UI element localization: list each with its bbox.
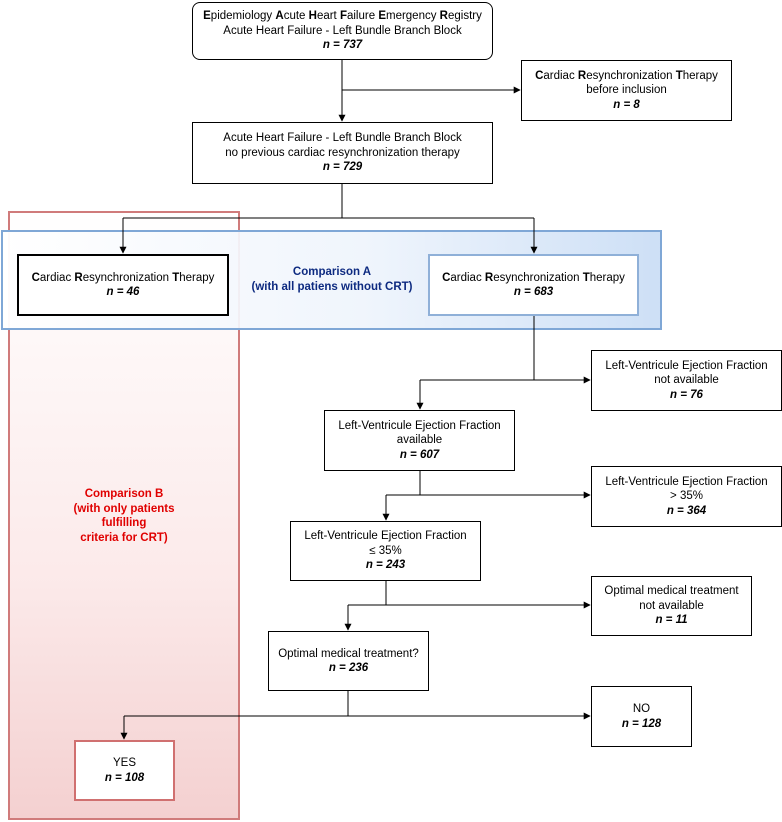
title-segment: R — [577, 69, 587, 82]
title-segment: herapy — [682, 69, 718, 82]
registry-box: Epidemiology Acute Heart Failure Emergen… — [192, 2, 493, 60]
lvef-avail-line1: Left-Ventricule Ejection Fraction — [338, 419, 501, 432]
title-segment: T — [675, 69, 683, 82]
comparison-a-title: Comparison A — [292, 266, 372, 278]
title-segment: C — [442, 271, 451, 284]
omt-na-line2: not available — [639, 599, 704, 612]
title-segment: mergency — [385, 10, 440, 23]
title-segment: pidemiology — [210, 10, 276, 23]
crt-right-title: Cardiac Resynchronization Therapy — [442, 271, 625, 286]
ahf-no-crt-box: Acute Heart Failure - Left Bundle Branch… — [192, 122, 493, 184]
title-segment: cute — [283, 10, 309, 23]
title-segment: C — [31, 271, 40, 284]
title-segment: R — [484, 271, 494, 284]
omt-na-line1: Optimal medical treatment — [604, 585, 739, 598]
yes-count: n = 108 — [104, 771, 145, 784]
lvef-le35-line1: Left-Ventricule Ejection Fraction — [304, 530, 467, 543]
title-segment: esynchronization — [586, 69, 676, 82]
crt-left-count: n = 46 — [106, 286, 140, 298]
lvef-le35-line2: ≤ 35% — [369, 544, 402, 557]
comparison-b-label: Comparison B (with only patients fulfill… — [40, 487, 208, 545]
lvef-gt35-line1: Left-Ventricule Ejection Fraction — [605, 475, 768, 488]
no-count: n = 128 — [621, 717, 662, 730]
registry-line2: Acute Heart Failure - Left Bundle Branch… — [223, 24, 462, 37]
title-segment: esynchronization — [82, 271, 173, 284]
title-segment: ardiac — [450, 271, 485, 284]
title-segment: R — [74, 271, 83, 284]
comparison-b-line-1: (with only patients — [73, 502, 175, 515]
lvef-not-available-box: Left-Ventricule Ejection Fraction not av… — [591, 350, 782, 411]
crt-before-inclusion-box: Cardiac Resynchronization Therapy before… — [521, 60, 732, 121]
omt-question-box: Optimal medical treatment? n = 236 — [268, 631, 429, 691]
title-segment: egistry — [447, 10, 482, 23]
crt-before-line2: before inclusion — [586, 84, 667, 97]
lvef-le35-count: n = 243 — [365, 559, 406, 572]
ahf-line2: no previous cardiac resynchronization th… — [225, 146, 460, 159]
lvef-na-count: n = 76 — [670, 388, 703, 401]
crt-before-title: Cardiac Resynchronization Therapy — [535, 69, 718, 84]
yes-box: YES n = 108 — [74, 740, 175, 801]
title-segment: T — [582, 271, 590, 284]
lvef-gt35-box: Left-Ventricule Ejection Fraction > 35% … — [591, 466, 782, 527]
title-segment: eart — [316, 10, 340, 23]
registry-title: Epidemiology Acute Heart Failure Emergen… — [203, 9, 482, 24]
title-segment: esynchronization — [493, 271, 583, 284]
crt-left-box: Cardiac Resynchronization Therapy n = 46 — [17, 254, 229, 316]
crt-right-box: Cardiac Resynchronization Therapy n = 68… — [428, 254, 639, 316]
title-segment: herapy — [589, 271, 625, 284]
title-segment: herapy — [179, 271, 215, 284]
lvef-gt35-count: n = 364 — [666, 504, 707, 517]
no-box: NO n = 128 — [591, 686, 692, 747]
title-segment: E — [203, 10, 211, 23]
title-segment: ailure — [346, 10, 379, 23]
title-segment: H — [308, 10, 317, 23]
lvef-avail-line2: available — [396, 434, 443, 447]
comparison-a-subtitle: (with all patiens without CRT) — [251, 280, 413, 293]
title-segment: ardiac — [39, 271, 75, 284]
title-segment: R — [439, 10, 448, 23]
lvef-gt35-line2: > 35% — [670, 490, 703, 503]
comparison-b-line-3: criteria for CRT) — [80, 531, 168, 544]
title-segment: F — [339, 10, 347, 23]
lvef-na-line1: Left-Ventricule Ejection Fraction — [605, 359, 768, 372]
crt-before-count: n = 8 — [613, 98, 640, 111]
lvef-available-box: Left-Ventricule Ejection Fraction availa… — [324, 410, 515, 471]
lvef-avail-count: n = 607 — [399, 448, 440, 461]
comparison-b-line-2: fulfilling — [101, 517, 147, 529]
title-segment: T — [172, 271, 180, 284]
crt-right-count: n = 683 — [513, 286, 554, 298]
omt-not-available-box: Optimal medical treatment not available … — [591, 576, 752, 636]
lvef-le35-box: Left-Ventricule Ejection Fraction ≤ 35% … — [290, 521, 481, 581]
comparison-b-line-0: Comparison B — [84, 488, 164, 500]
title-segment: C — [535, 69, 544, 82]
omt-q-line1: Optimal medical treatment? — [278, 647, 419, 660]
no-label: NO — [632, 703, 651, 715]
crt-left-title: Cardiac Resynchronization Therapy — [32, 271, 215, 286]
omt-na-count: n = 11 — [655, 614, 688, 627]
title-segment: ardiac — [543, 69, 578, 82]
comparison-a-label: Comparison A (with all patiens without C… — [240, 265, 424, 294]
title-segment: E — [378, 10, 386, 23]
omt-q-count: n = 236 — [328, 662, 369, 674]
title-segment: A — [275, 10, 284, 23]
ahf-count: n = 729 — [322, 161, 363, 174]
yes-label: YES — [112, 757, 136, 769]
lvef-na-line2: not available — [654, 374, 719, 387]
ahf-line1: Acute Heart Failure - Left Bundle Branch… — [223, 132, 462, 145]
registry-count: n = 737 — [322, 39, 363, 52]
